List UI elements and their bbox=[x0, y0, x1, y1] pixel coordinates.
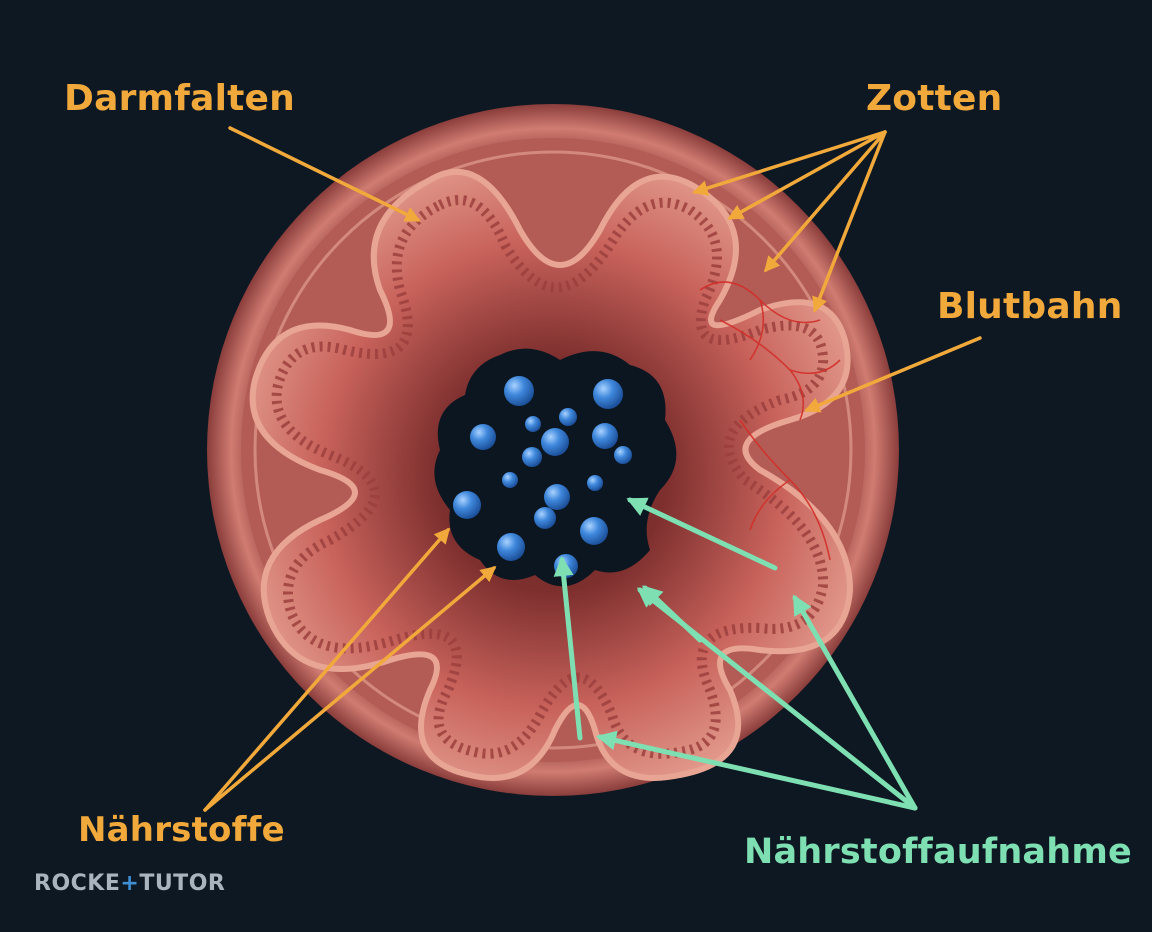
logo-plus-icon: + bbox=[120, 871, 140, 896]
fold-inner-edge bbox=[271, 195, 829, 759]
label-naehrstoffe: Nährstoffe bbox=[78, 810, 285, 850]
green-arrows bbox=[553, 497, 918, 811]
logo-text-right: TUTOR bbox=[139, 871, 226, 896]
label-naehrstoffaufnahme: Nährstoffaufnahme bbox=[744, 832, 1132, 872]
lumen bbox=[434, 348, 677, 587]
label-blutbahn: Blutbahn bbox=[937, 286, 1123, 327]
blood-vessels bbox=[699, 281, 841, 561]
orange-arrows bbox=[203, 126, 982, 812]
brand-logo: ROCKE+TUTOR bbox=[34, 871, 225, 896]
logo-text-left: ROCKE bbox=[34, 871, 121, 896]
label-darmfalten: Darmfalten bbox=[64, 78, 295, 119]
label-zotten: Zotten bbox=[866, 78, 1003, 119]
wall-highlight bbox=[253, 150, 853, 750]
